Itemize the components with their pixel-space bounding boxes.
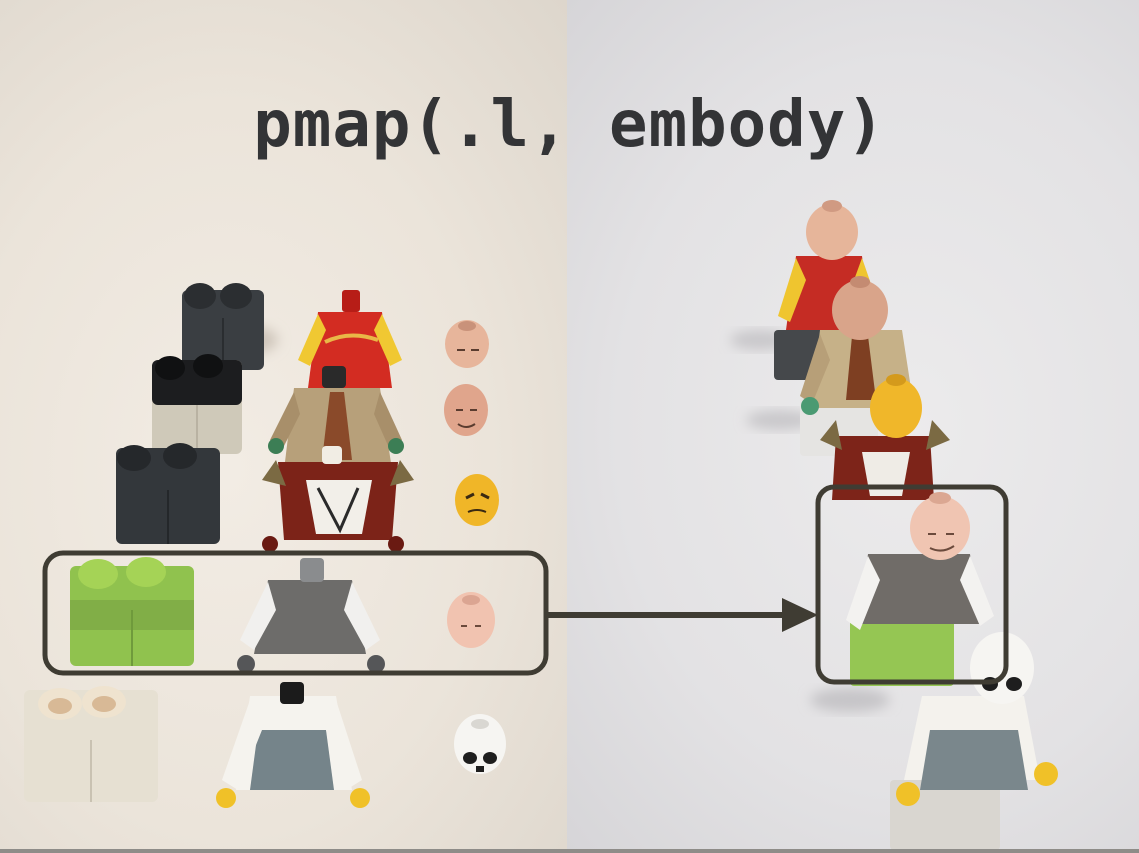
torso-white-overalls xyxy=(216,682,370,808)
head-yellow xyxy=(455,474,499,526)
legs-white xyxy=(24,686,158,802)
legs-dark-gray-2 xyxy=(116,443,220,544)
mapping-arrow-head xyxy=(782,598,818,632)
source-row-frame xyxy=(42,550,549,676)
head-flesh-2 xyxy=(444,384,488,436)
result-figure-frame xyxy=(815,484,1009,685)
legs-black-tan xyxy=(152,354,242,454)
head-skull-white xyxy=(454,714,506,774)
torso-dark-gray-vest xyxy=(237,558,385,673)
figure-lime-vest-highlighted xyxy=(810,492,994,712)
torso-dark-red-armor xyxy=(262,446,414,552)
figure-skull xyxy=(890,632,1058,850)
torso-tan-robe xyxy=(268,366,404,470)
legs-dark-gray-1 xyxy=(182,283,278,370)
head-flesh-3 xyxy=(447,592,495,648)
torso-red xyxy=(298,290,402,388)
legs-lime-green xyxy=(70,557,194,666)
head-flesh-1 xyxy=(445,320,489,368)
bottom-rule xyxy=(0,849,1139,853)
slide-title: pmap(.l, embody) xyxy=(253,88,886,162)
